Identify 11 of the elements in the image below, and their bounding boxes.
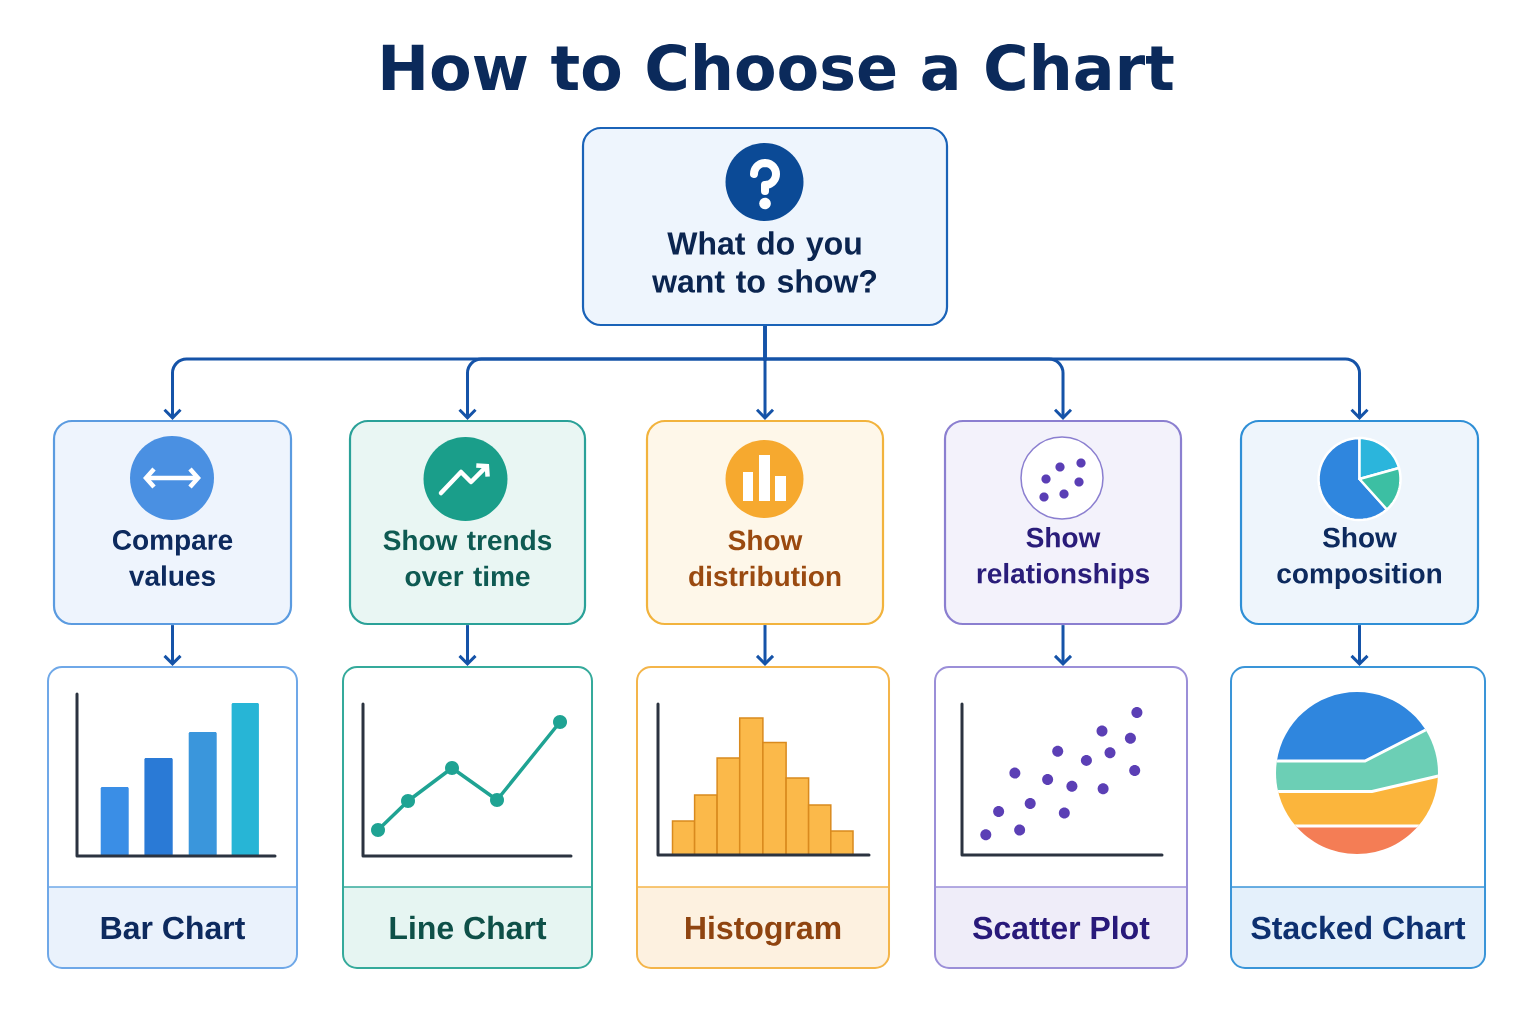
title: How to Choose a Chart [382, 42, 1174, 91]
category-box: Show distribution [645, 419, 885, 626]
question-box: What do you want to show? [581, 126, 949, 327]
arrow [755, 625, 775, 666]
chart-card: Scatter Plot [934, 666, 1188, 969]
arrow [163, 625, 182, 666]
arrow [1053, 625, 1073, 666]
arrow [763, 326, 1369, 420]
chart-card: Line Chart [342, 666, 593, 969]
arrow [458, 625, 477, 666]
arrow [1350, 625, 1369, 666]
